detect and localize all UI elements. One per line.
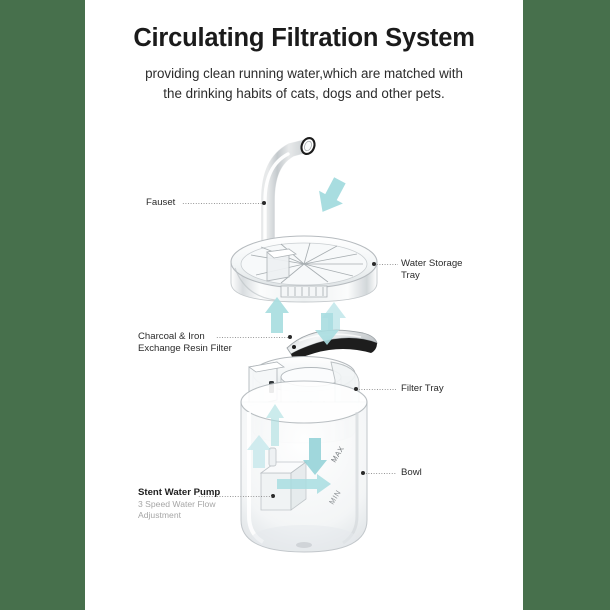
filter-tray-leader-dot [354,387,358,391]
bowl-leader-line [365,473,396,474]
water-storage-tray-label: Water Storage Tray [401,258,463,281]
stent-water-pump-label: Stent Water Pump [138,487,220,499]
faucet-spout-graphic [260,137,316,282]
filter-tray-label-line-1: Filter Tray [401,383,444,394]
charcoal-iron-exchange-resin-filter-label: Charcoal & Iron Exchange Resin Filter [138,331,232,354]
page-subtitle: providing clean running water,which are … [99,64,509,104]
water-storage-tray-leader-line [376,264,398,265]
charcoal-filter-label-line-2: Exchange Resin Filter [138,342,232,354]
water-storage-tray-graphic [230,235,378,303]
product-exploded-diagram: MAX MIN [230,137,378,553]
water-storage-tray-label-line-2: Tray [401,269,420,281]
page-title: Circulating Filtration System [133,24,475,52]
subtitle-line-2: the drinking habits of cats, dogs and ot… [163,86,445,101]
subtitle-line-1: providing clean running water,which are … [145,66,463,81]
charcoal-filter-label-line-1: Charcoal & Iron [138,331,205,342]
filter-tray-label: Filter Tray [401,383,444,395]
stent-water-pump-graphic [259,447,331,511]
stent-water-pump-leader-line [198,496,272,497]
filter-tray-leader-line [358,389,396,390]
stent-water-pump-leader-dot [271,494,275,498]
stent-water-pump-sublabel: 3 Speed Water Flow Adjustment [138,499,216,521]
water-flow-arrow-tray-left [265,297,289,333]
fauset-leader-dot [262,201,266,205]
water-flow-arrow-filter [315,313,339,345]
fauset-label-line-1: Fauset [146,197,176,208]
stent-water-pump-sublabel-line-2: Adjustment [138,510,181,520]
water-storage-tray-label-line-1: Water Storage [401,258,463,269]
bowl-graphic: MAX MIN [240,380,368,553]
stent-water-pump-label-line-1: Stent Water Pump [138,487,221,498]
product-info-page: Circulating Filtration System providing … [85,0,523,610]
bowl-label-line-1: Bowl [401,467,422,478]
charcoal-filter-leader-line [216,337,290,338]
charcoal-filter-leader-dot [288,335,292,339]
water-storage-tray-leader-dot [372,262,376,266]
bowl-label: Bowl [401,467,422,479]
charcoal-resin-filter-graphic [286,329,378,360]
bowl-leader-dot [361,471,365,475]
water-flow-arrow-bowl-up [303,438,327,475]
stent-water-pump-sublabel-line-1: 3 Speed Water Flow [138,499,216,509]
fauset-label: Fauset [146,197,175,209]
water-flow-arrow-bowl-left [247,435,271,468]
water-flow-arrow-spout [319,177,346,212]
water-flow-arrow-bowl-riser [266,404,284,446]
fauset-leader-line [182,203,264,204]
